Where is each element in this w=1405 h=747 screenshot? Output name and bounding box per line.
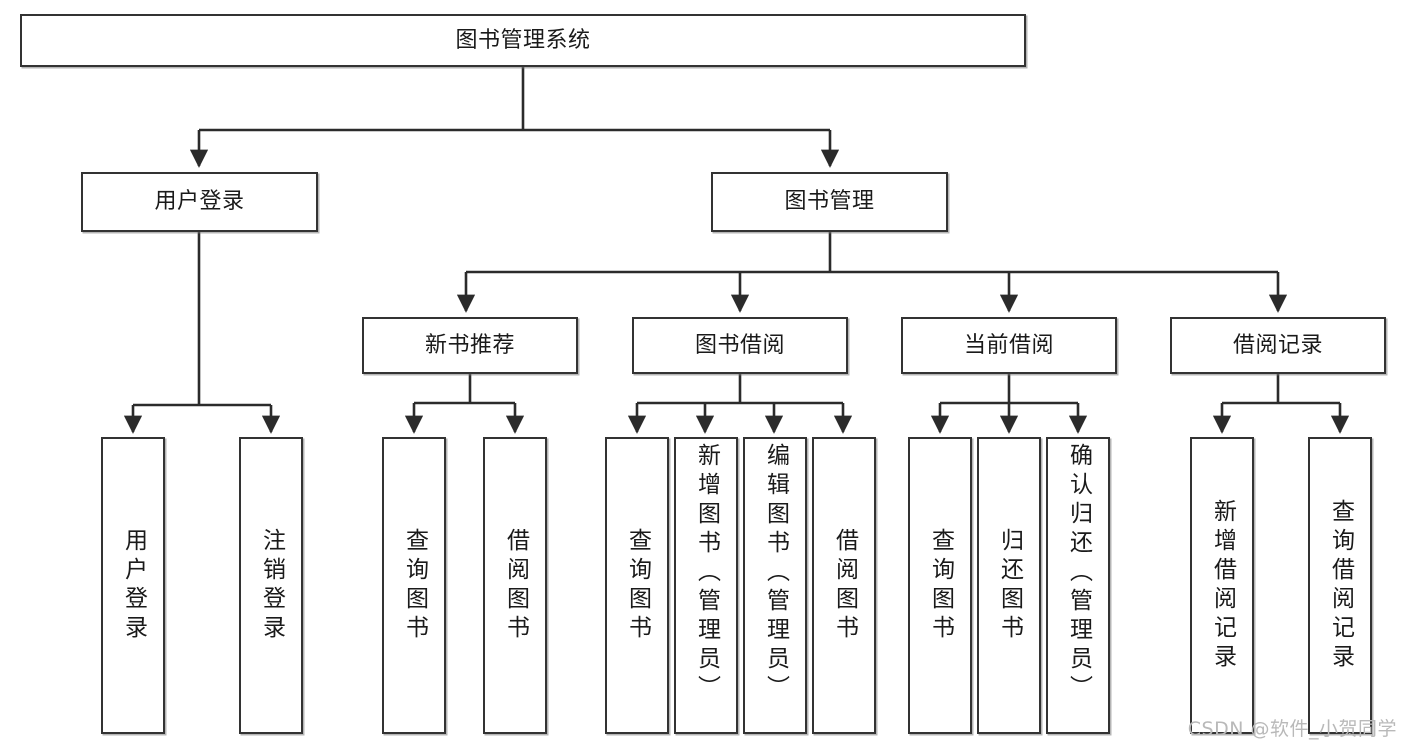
leaf-logout-login[interactable]: 注销登录 — [239, 437, 303, 734]
node-root[interactable]: 图书管理系统 — [20, 14, 1026, 67]
leaf-query-book-1[interactable]: 查询图书 — [382, 437, 446, 734]
leaf-user-login[interactable]: 用户登录 — [101, 437, 165, 734]
node-root-label: 图书管理系统 — [455, 27, 591, 53]
node-borrow-record-label: 借阅记录 — [1232, 332, 1323, 358]
node-current-borrow[interactable]: 当前借阅 — [901, 317, 1117, 374]
leaf-query-book-3-label: 查询图书 — [927, 527, 954, 644]
leaf-query-book-3[interactable]: 查询图书 — [908, 437, 972, 734]
leaf-add-record[interactable]: 新增借阅记录 — [1190, 437, 1254, 734]
leaf-edit-book[interactable]: 编辑图书（管理员） — [743, 437, 807, 734]
node-book-manage-label: 图书管理 — [784, 189, 875, 215]
csdn-watermark: CSDN @软件_小贺同学 — [1187, 718, 1397, 740]
leaf-query-book-1-label: 查询图书 — [401, 527, 428, 644]
leaf-query-record[interactable]: 查询借阅记录 — [1308, 437, 1372, 734]
node-book-borrow[interactable]: 图书借阅 — [632, 317, 848, 374]
leaf-borrow-book-2-label: 借阅图书 — [831, 527, 858, 644]
node-book-borrow-label: 图书借阅 — [694, 332, 785, 358]
leaf-add-record-label: 新增借阅记录 — [1209, 498, 1236, 673]
leaf-return-book-label: 归还图书 — [996, 527, 1023, 644]
leaf-add-book-label: 新增图书（管理员） — [693, 443, 720, 704]
leaf-return-book[interactable]: 归还图书 — [977, 437, 1041, 734]
leaf-add-book[interactable]: 新增图书（管理员） — [674, 437, 738, 734]
leaf-borrow-book-1[interactable]: 借阅图书 — [483, 437, 547, 734]
node-current-borrow-label: 当前借阅 — [963, 332, 1054, 358]
leaf-confirm-return[interactable]: 确认归还（管理员） — [1046, 437, 1110, 734]
node-new-book-rec[interactable]: 新书推荐 — [362, 317, 578, 374]
leaf-query-book-2[interactable]: 查询图书 — [605, 437, 669, 734]
leaf-user-login-label: 用户登录 — [120, 527, 147, 644]
node-user-login-label: 用户登录 — [154, 189, 245, 215]
node-user-login[interactable]: 用户登录 — [81, 172, 318, 232]
leaf-confirm-return-label: 确认归还（管理员） — [1065, 443, 1092, 704]
node-book-manage[interactable]: 图书管理 — [711, 172, 948, 232]
leaf-edit-book-label: 编辑图书（管理员） — [762, 443, 789, 704]
leaf-query-book-2-label: 查询图书 — [624, 527, 651, 644]
leaf-query-record-label: 查询借阅记录 — [1327, 498, 1354, 673]
node-new-book-rec-label: 新书推荐 — [424, 332, 515, 358]
node-borrow-record[interactable]: 借阅记录 — [1170, 317, 1386, 374]
leaf-borrow-book-1-label: 借阅图书 — [502, 527, 529, 644]
leaf-borrow-book-2[interactable]: 借阅图书 — [812, 437, 876, 734]
leaf-logout-login-label: 注销登录 — [258, 527, 285, 644]
